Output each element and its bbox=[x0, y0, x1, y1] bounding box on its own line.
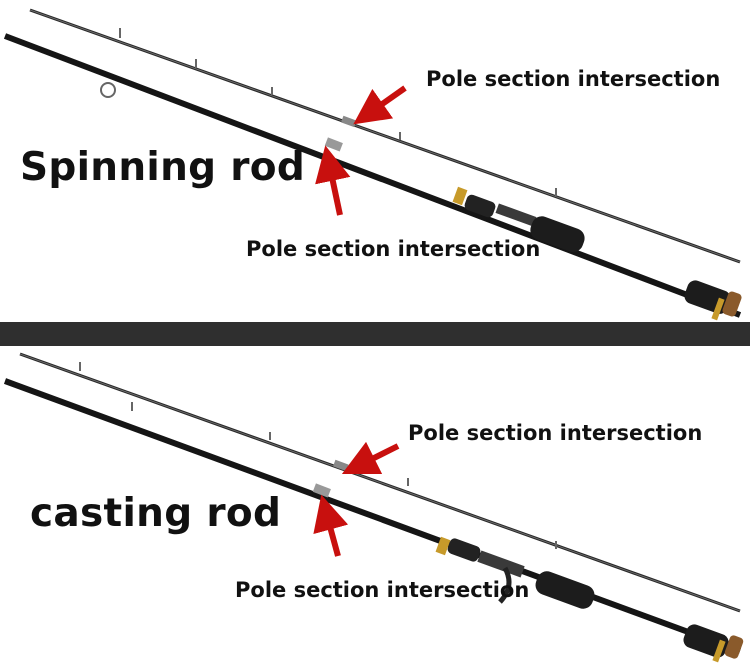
butt-section bbox=[3, 33, 742, 318]
spinning-rod-illustration bbox=[3, 8, 742, 321]
callout-lower: Pole section intersection bbox=[246, 237, 541, 261]
rod-type-label: casting rod bbox=[30, 491, 282, 536]
line-guides bbox=[100, 28, 557, 196]
callout-upper: Pole section intersection bbox=[426, 67, 721, 91]
butt-section bbox=[3, 378, 742, 654]
rear-grip bbox=[535, 571, 595, 609]
gold-trim bbox=[435, 536, 451, 556]
section-divider bbox=[0, 322, 750, 346]
ferrule-joint bbox=[341, 115, 357, 128]
arrow-upper bbox=[353, 85, 407, 125]
grip bbox=[447, 538, 481, 562]
casting-rod-panel: casting rod Pole section intersection Po… bbox=[0, 346, 750, 665]
rod-type-label: Spinning rod bbox=[20, 145, 306, 190]
trigger bbox=[498, 566, 512, 604]
arrow-lower bbox=[313, 494, 349, 557]
reel-seat bbox=[495, 203, 537, 227]
rear-grip bbox=[530, 216, 585, 253]
butt-cap bbox=[724, 635, 744, 659]
butt-cap bbox=[722, 291, 742, 317]
callout-lower: Pole section intersection bbox=[235, 578, 530, 602]
line-guides bbox=[79, 362, 557, 549]
casting-rod-illustration bbox=[3, 352, 744, 663]
ferrule-joint bbox=[324, 137, 343, 152]
reel-seat-trigger bbox=[477, 550, 525, 578]
ferrule-joint bbox=[312, 483, 331, 498]
callout-upper: Pole section intersection bbox=[408, 421, 703, 445]
arrow-lower bbox=[315, 145, 351, 216]
arrow-upper bbox=[341, 441, 400, 475]
grip bbox=[464, 194, 496, 218]
gold-trim bbox=[452, 186, 468, 206]
spinning-rod-panel: Spinning rod Pole section intersection P… bbox=[0, 0, 750, 322]
